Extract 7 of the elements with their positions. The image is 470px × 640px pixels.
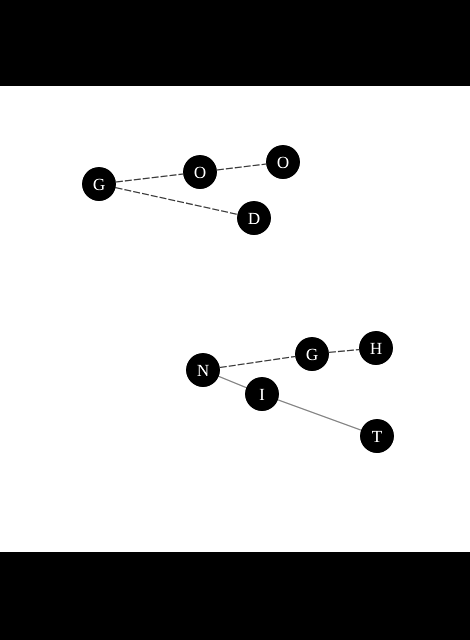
connector-line bbox=[116, 173, 184, 183]
connector-line bbox=[278, 399, 362, 431]
connector-line bbox=[115, 187, 238, 215]
connector-line bbox=[328, 348, 360, 354]
connector-line bbox=[220, 356, 296, 368]
connector-line bbox=[218, 376, 246, 388]
connector-line bbox=[216, 163, 266, 171]
